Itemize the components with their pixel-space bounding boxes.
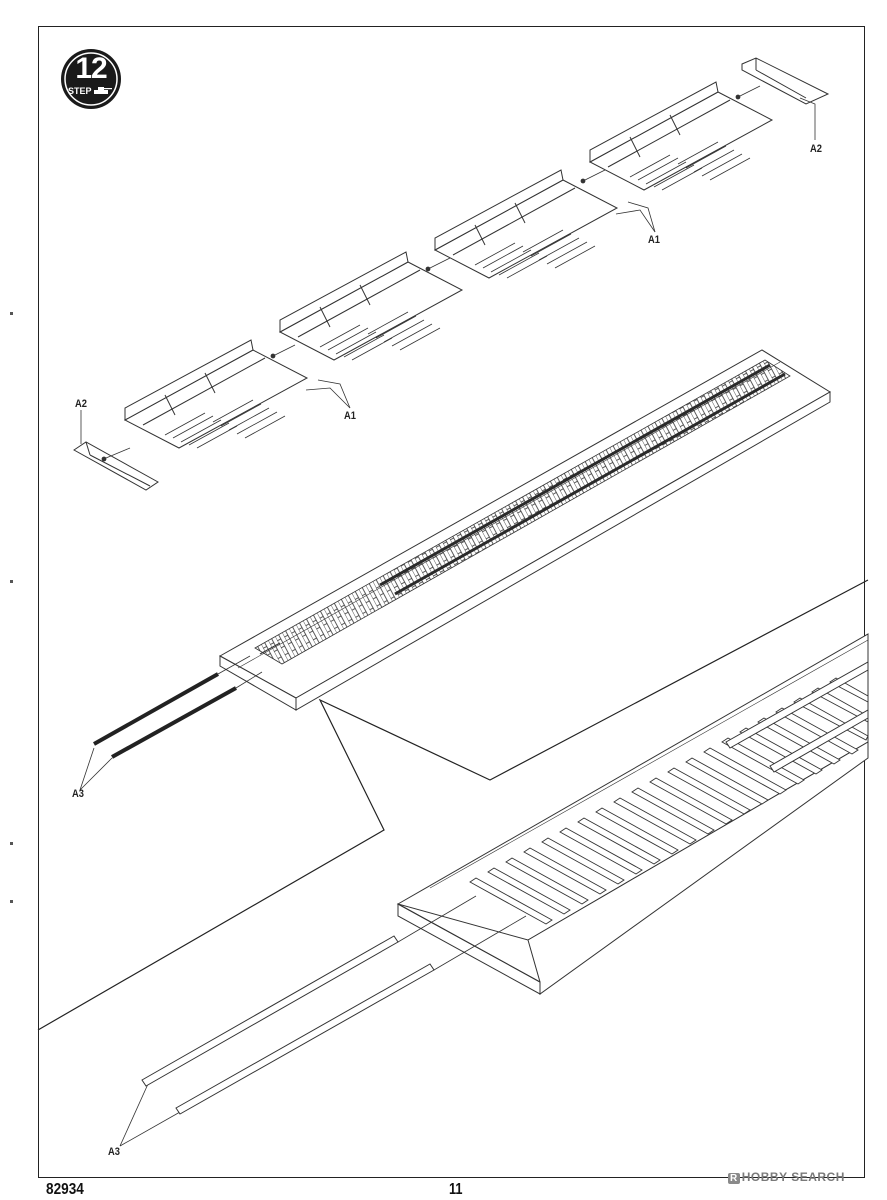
rail-a3-small xyxy=(93,655,263,759)
instruction-frame xyxy=(38,26,865,1178)
step-badge: 12 STEP xyxy=(60,48,122,110)
product-code: 82934 xyxy=(46,1181,84,1198)
rail-a3-large xyxy=(141,895,527,1115)
step-number: 12 xyxy=(75,52,107,85)
end-cap-a2-top xyxy=(741,57,830,105)
tray-a1-4 xyxy=(588,81,774,191)
tray-a1-2 xyxy=(278,251,464,361)
leader-lines xyxy=(79,97,816,1147)
step-word: STEP xyxy=(68,86,92,96)
end-cap-a2-left xyxy=(73,441,159,491)
binding-mark xyxy=(10,900,13,903)
label-a1-upper: A1 xyxy=(648,234,660,246)
label-a2-left: A2 xyxy=(75,398,87,410)
label-a2-top: A2 xyxy=(810,143,822,155)
track-base-small xyxy=(218,349,831,711)
binding-mark xyxy=(10,842,13,845)
page-number: 11 xyxy=(449,1181,463,1198)
zoom-callout xyxy=(37,579,869,1031)
watermark-brand: HOBBY SEARCH xyxy=(741,1170,845,1184)
tray-a1-1 xyxy=(123,339,309,449)
track-base-large xyxy=(396,633,869,995)
tray-chain xyxy=(73,57,830,491)
tray-a1-3 xyxy=(433,169,619,279)
label-a1-lower: A1 xyxy=(344,410,356,422)
registered-icon: R xyxy=(728,1173,740,1184)
label-a3-small: A3 xyxy=(72,788,84,800)
label-a3-large: A3 xyxy=(108,1146,120,1158)
binding-mark xyxy=(10,312,13,315)
binding-mark xyxy=(10,580,13,583)
tank-icon xyxy=(94,87,112,94)
